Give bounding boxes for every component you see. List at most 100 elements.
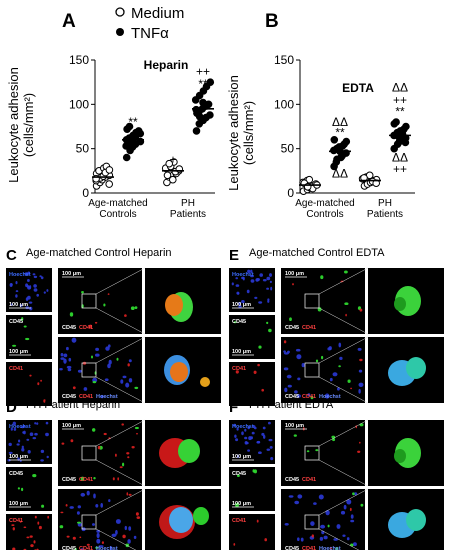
tile-zoom-bottom bbox=[145, 337, 221, 403]
chart-b-edta: EDTA Leukocyte adhesion (cells/mm²) 0501… bbox=[226, 53, 415, 220]
cell-blob bbox=[241, 300, 245, 304]
cell-blob bbox=[254, 296, 258, 299]
label-cd45: CD45 bbox=[62, 477, 76, 483]
tnfa-point bbox=[338, 142, 347, 150]
cell-blob bbox=[77, 522, 82, 527]
significance-annotation: + bbox=[169, 152, 176, 166]
cell-blob bbox=[283, 350, 286, 353]
label-hoechst: Hoechst bbox=[96, 394, 118, 400]
cell-blob bbox=[71, 337, 77, 343]
cell-blob bbox=[333, 538, 339, 541]
chart-b-marks: 050100150Age-matchedControlsPHPatientsΔΔ… bbox=[274, 53, 415, 220]
cell-blob bbox=[33, 288, 38, 292]
cell-blob bbox=[83, 387, 88, 391]
cell-blob bbox=[241, 276, 245, 280]
cell-blob bbox=[86, 490, 90, 496]
cell-blob bbox=[335, 547, 339, 550]
panel-letter-a: A bbox=[62, 11, 76, 32]
cell-blob bbox=[29, 306, 33, 311]
cell-blob bbox=[294, 500, 300, 505]
zoom-guide-line bbox=[318, 488, 369, 516]
chart-b-ylabel: Leukocyte adhesion bbox=[226, 75, 241, 191]
cell-blob bbox=[127, 539, 131, 544]
cell-blob bbox=[13, 427, 17, 431]
chart-b-ylabel-unit: (cells/mm²) bbox=[241, 101, 256, 165]
cell-blob bbox=[77, 505, 82, 509]
cell-blob bbox=[135, 512, 139, 516]
cell-blob bbox=[234, 434, 237, 438]
cell-blob bbox=[40, 449, 45, 453]
cell-blob bbox=[86, 543, 90, 546]
cell-blob bbox=[264, 538, 268, 542]
cell-blob bbox=[92, 381, 97, 384]
cell-blob bbox=[289, 317, 292, 322]
cell-blob bbox=[358, 388, 361, 394]
cell-blob bbox=[359, 308, 363, 312]
cell-blob bbox=[127, 363, 130, 367]
panel-title: Age-matched Control Heparin bbox=[26, 247, 172, 259]
cell-blob bbox=[130, 306, 135, 311]
label-cd41: CD41 bbox=[9, 366, 23, 372]
cell-blob bbox=[357, 450, 361, 453]
cell-blob bbox=[319, 536, 324, 541]
chart-a-marks: 050100150Age-matchedControlsPHPatients**… bbox=[69, 53, 215, 220]
label-cd45: CD45 bbox=[285, 546, 299, 550]
zoom-region-box bbox=[81, 362, 97, 378]
zoom-region-box bbox=[81, 445, 97, 461]
zoom-guide-line bbox=[318, 528, 360, 550]
cell-blob bbox=[344, 270, 348, 274]
significance-annotation: ΔΔ bbox=[392, 151, 408, 165]
cell-blob bbox=[115, 453, 117, 457]
tile-zoom-top bbox=[145, 420, 221, 486]
cell-blob bbox=[250, 269, 253, 274]
tile-zoom-top bbox=[368, 420, 444, 486]
cell-blob bbox=[131, 446, 135, 449]
cell-blob bbox=[235, 370, 239, 374]
cell-blob bbox=[325, 393, 330, 399]
cell-blob bbox=[22, 431, 25, 434]
cell-blob bbox=[315, 359, 319, 363]
cell-blob bbox=[115, 530, 118, 535]
cell-blob bbox=[134, 426, 139, 430]
cell-blob bbox=[320, 275, 324, 280]
cell-blob bbox=[268, 328, 272, 333]
cell-blob bbox=[233, 543, 236, 546]
cell-blob bbox=[343, 504, 347, 510]
zoom-guide-line bbox=[318, 307, 369, 335]
cell-blob bbox=[26, 536, 30, 539]
cell-blob bbox=[261, 432, 265, 436]
y-tick-label: 50 bbox=[281, 142, 295, 156]
zoom-cd45-cell bbox=[406, 357, 426, 379]
cell-blob bbox=[95, 504, 99, 508]
scale-label: 100 μm bbox=[232, 302, 251, 308]
significance-annotation: ΔΔ bbox=[332, 115, 348, 129]
cell-blob bbox=[10, 427, 13, 431]
y-tick-label: 150 bbox=[274, 53, 294, 67]
chart-a-title: Heparin bbox=[144, 58, 189, 72]
tnfa-point bbox=[330, 136, 339, 144]
cell-blob bbox=[297, 377, 301, 381]
cell-blob bbox=[117, 477, 119, 481]
cell-blob bbox=[259, 273, 264, 277]
label-hoechst: Hoechst bbox=[9, 272, 31, 278]
zoom-cd45-cell bbox=[193, 507, 209, 525]
cell-blob bbox=[283, 340, 287, 344]
cell-blob bbox=[327, 347, 332, 351]
panel-letter: E bbox=[229, 247, 239, 264]
label-cd41: CD41 bbox=[302, 477, 316, 483]
zoom-region-box bbox=[304, 362, 320, 378]
cell-blob bbox=[81, 291, 84, 294]
cell-blob bbox=[233, 423, 237, 427]
cell-blob bbox=[283, 367, 289, 371]
significance-annotation: ** bbox=[128, 115, 138, 129]
cell-blob bbox=[296, 394, 301, 398]
tnfa-point bbox=[333, 155, 341, 164]
cell-blob bbox=[112, 477, 115, 481]
cell-blob bbox=[12, 527, 15, 531]
cell-blob bbox=[38, 525, 42, 530]
